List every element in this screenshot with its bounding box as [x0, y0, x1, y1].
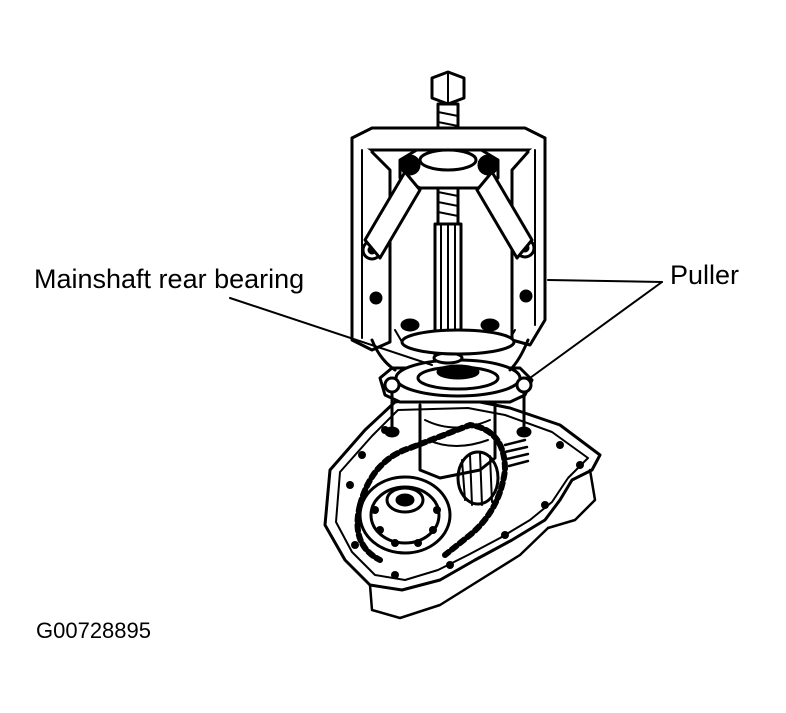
- puller-body: [350, 126, 547, 372]
- puller-leader-line-lower: [529, 281, 663, 379]
- gear-housing: [418, 398, 497, 480]
- figure-code: G00728895: [36, 618, 151, 643]
- bearing-leader-line: [229, 297, 433, 366]
- bearing-separator: [378, 358, 534, 438]
- leader-lines: [229, 279, 663, 379]
- bearing-label: Mainshaft rear bearing: [34, 264, 305, 294]
- puller-leader-line-upper: [547, 279, 663, 283]
- puller-label: Puller: [670, 260, 740, 290]
- forcing-screw: [430, 70, 466, 365]
